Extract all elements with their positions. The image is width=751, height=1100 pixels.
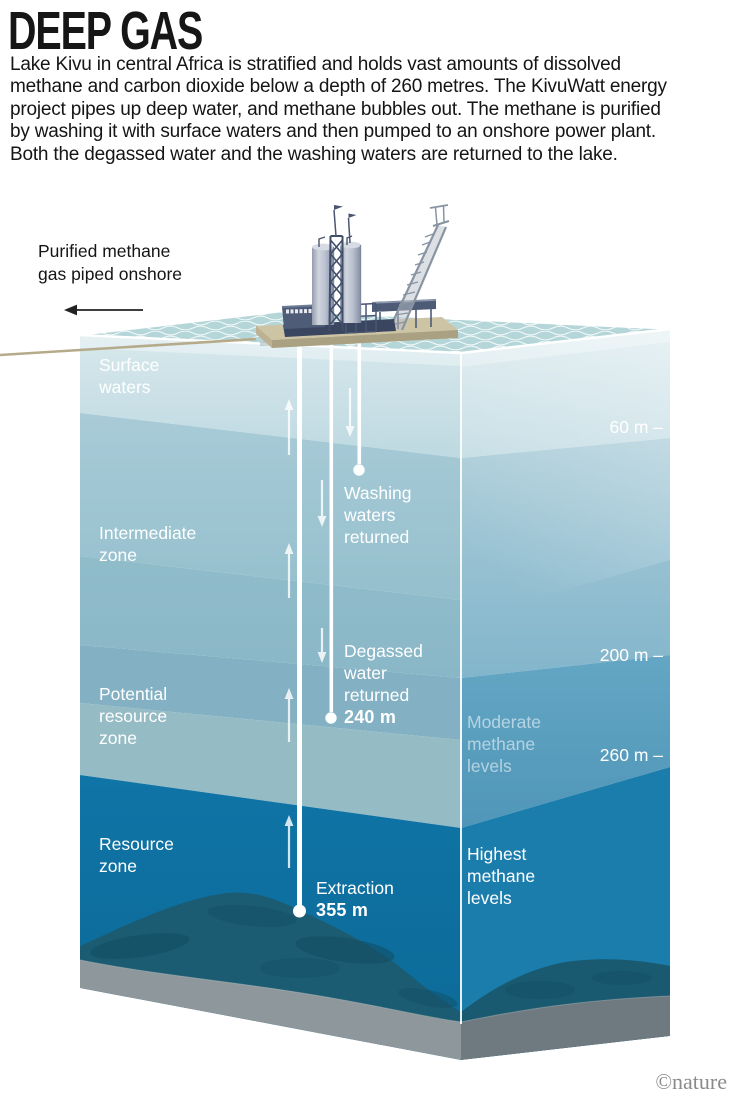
degassed-depth-value: 240 m — [344, 707, 397, 727]
crane-boom — [388, 204, 450, 331]
zone-label-potential-resource-zone: Potential resource zone — [99, 684, 168, 748]
onshore-label: Purified methane gas piped onshore — [38, 241, 182, 284]
onshore-pipe — [0, 337, 257, 357]
flow-arrows — [284, 388, 355, 868]
page-title: DEEP GAS — [8, 1, 203, 61]
intro-paragraph: Lake Kivu in central Africa is stratifie… — [10, 54, 667, 165]
washing-waters-label: Washing waters returned — [344, 483, 412, 547]
lake-left-face — [80, 335, 461, 1060]
zone-label-resource-zone: Resource zone — [99, 834, 174, 876]
highest-methane-label: Highest methane levels — [467, 844, 536, 908]
nature-credit: ©nature — [655, 1069, 727, 1094]
extraction-depth-value: 355 m — [316, 900, 369, 920]
degassed-water-label: Degassed water returned — [344, 641, 423, 705]
depth-marker-260m: 260 m – — [599, 745, 663, 765]
zone-label-surface-waters: Surface waters — [99, 355, 160, 397]
lake-right-face — [461, 329, 670, 1060]
depth-marker-200m: 200 m – — [599, 645, 663, 665]
zone-label-intermediate-zone: Intermediate zone — [99, 523, 197, 565]
extraction-label: Extraction — [316, 878, 394, 898]
extraction-platform — [256, 204, 459, 348]
moderate-methane-label: Moderate methane levels — [467, 712, 541, 776]
pipes — [293, 336, 365, 918]
onshore-arrow — [64, 304, 143, 316]
depth-marker-60m: 60 m – — [609, 417, 664, 437]
